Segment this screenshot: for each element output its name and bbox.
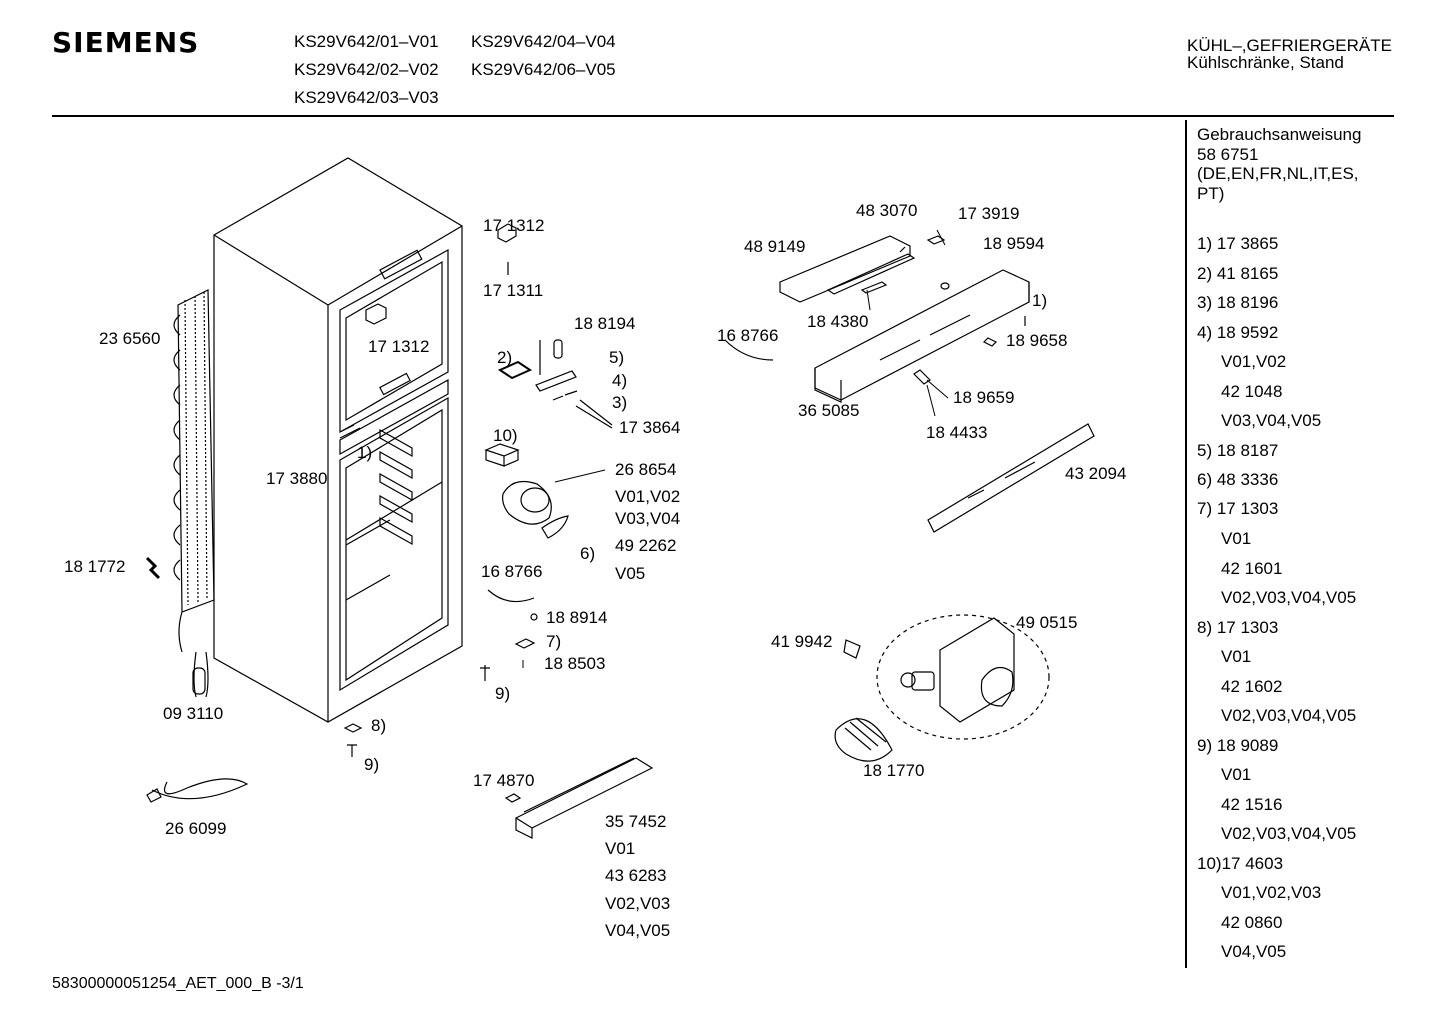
model-number: KS29V642/04–V04 bbox=[471, 32, 616, 51]
cabinet-drawing bbox=[213, 157, 463, 723]
parts-list-item: V02,V03,V04,V05 bbox=[1221, 706, 1357, 725]
lamp-assembly-drawing bbox=[834, 614, 1050, 762]
parts-list-item: 1) 17 3865 bbox=[1197, 234, 1279, 253]
part-label: 48 3070 bbox=[856, 201, 918, 220]
part-label: 2) bbox=[497, 348, 513, 367]
parts-list-item: 42 1516 bbox=[1221, 795, 1283, 814]
model-number: KS29V642/06–V05 bbox=[471, 60, 616, 79]
parts-list-item: 6) 48 3336 bbox=[1197, 470, 1279, 489]
part-label: 10) bbox=[493, 426, 518, 445]
part-label: 8) bbox=[371, 716, 387, 735]
parts-list-item: V01 bbox=[1221, 529, 1252, 548]
part-label: 6) bbox=[580, 544, 596, 563]
parts-list-item: 8) 17 1303 bbox=[1197, 618, 1279, 637]
parts-list-item: V01 bbox=[1221, 647, 1252, 666]
part-label: V03,V04 bbox=[615, 509, 681, 528]
part-label: 17 3919 bbox=[958, 204, 1020, 223]
category-title: KÜHL–,GEFRIERGERÄTE bbox=[1187, 36, 1392, 55]
part-label: 9) bbox=[364, 755, 380, 774]
control-panel-drawing bbox=[724, 235, 1095, 533]
part-label: 1) bbox=[1032, 291, 1048, 310]
header-rule bbox=[52, 115, 1394, 117]
part-label: 18 9658 bbox=[1006, 331, 1068, 350]
sidebar-rule bbox=[1185, 120, 1187, 968]
part-label: 17 1311 bbox=[483, 281, 544, 300]
part-label: 43 6283 bbox=[605, 866, 667, 885]
parts-list-item: V03,V04,V05 bbox=[1221, 411, 1322, 430]
part-label: 3) bbox=[612, 393, 628, 412]
manual-languages: (DE,EN,FR,NL,IT,ES, bbox=[1197, 164, 1359, 183]
part-label: 4) bbox=[612, 371, 628, 390]
parts-list-item: 10)17 4603 bbox=[1197, 854, 1284, 873]
parts-list-item: 3) 18 8196 bbox=[1197, 293, 1279, 312]
part-label: 49 0515 bbox=[1016, 613, 1078, 632]
part-label: 18 9659 bbox=[953, 388, 1015, 407]
part-label: 36 5085 bbox=[798, 401, 860, 420]
parts-list-item: V01 bbox=[1221, 765, 1252, 784]
model-number: KS29V642/02–V02 bbox=[294, 60, 439, 79]
part-label: 26 8654 bbox=[615, 460, 677, 479]
part-label: 9) bbox=[495, 684, 511, 703]
parts-list-item: 2) 41 8165 bbox=[1197, 264, 1279, 283]
part-label: V05 bbox=[615, 564, 646, 583]
small-parts-middle bbox=[480, 339, 654, 839]
parts-list-item: V01,V02,V03 bbox=[1221, 883, 1322, 902]
manual-languages: PT) bbox=[1197, 183, 1225, 203]
document-id: 58300000051254_AET_000_B -3/1 bbox=[52, 975, 304, 992]
part-label: 16 8766 bbox=[717, 326, 779, 345]
parts-list-item: 42 1048 bbox=[1221, 382, 1283, 401]
part-label: V01,V02 bbox=[615, 487, 681, 506]
part-label: 18 4380 bbox=[807, 312, 869, 331]
part-label: 43 2094 bbox=[1065, 464, 1127, 483]
part-label: 17 4870 bbox=[473, 771, 535, 790]
parts-list-item: 5) 18 8187 bbox=[1197, 441, 1279, 460]
part-label: V01 bbox=[605, 839, 636, 858]
part-label: 17 3864 bbox=[619, 418, 681, 437]
part-label: 18 4433 bbox=[926, 423, 988, 442]
part-label: 1) bbox=[357, 443, 373, 462]
part-label: 18 1770 bbox=[863, 761, 925, 780]
manual-number: 58 6751 bbox=[1197, 144, 1259, 164]
parts-list-item: 7) 17 1303 bbox=[1197, 499, 1279, 518]
part-label: 18 8503 bbox=[544, 654, 606, 673]
parts-list-item: 42 1601 bbox=[1221, 559, 1283, 578]
model-number: KS29V642/01–V01 bbox=[294, 32, 439, 51]
part-label: 26 6099 bbox=[165, 819, 227, 838]
parts-list-item: V01,V02 bbox=[1221, 352, 1287, 371]
manual-info: Gebrauchsanweisung 58 6751 (DE,EN,FR,NL,… bbox=[1197, 125, 1361, 203]
part-label: 18 8194 bbox=[574, 314, 636, 333]
parts-list-item: V04,V05 bbox=[1221, 942, 1287, 961]
part-label: 09 3110 bbox=[163, 704, 224, 723]
part-label: 23 6560 bbox=[99, 329, 161, 348]
part-label: 48 9149 bbox=[744, 237, 806, 256]
manual-title: Gebrauchsanweisung bbox=[1197, 125, 1362, 144]
condenser-drawing bbox=[173, 289, 215, 653]
part-label: 18 1772 bbox=[64, 557, 126, 576]
parts-list-item: V02,V03,V04,V05 bbox=[1221, 588, 1357, 607]
part-label: 18 9594 bbox=[983, 234, 1045, 253]
parts-list-item: 42 1602 bbox=[1221, 677, 1283, 696]
parts-list-item: 42 0860 bbox=[1221, 913, 1283, 932]
small-parts-left bbox=[145, 223, 517, 803]
part-label: V04,V05 bbox=[605, 921, 671, 940]
part-label: 5) bbox=[609, 348, 625, 367]
part-label: 17 1312 bbox=[483, 216, 545, 235]
parts-list-item: 9) 18 9089 bbox=[1197, 736, 1279, 755]
model-number: KS29V642/03–V03 bbox=[294, 88, 439, 107]
part-label: 7) bbox=[546, 632, 562, 651]
part-label: 17 3880 bbox=[266, 469, 328, 488]
part-label: 49 2262 bbox=[615, 536, 677, 555]
part-label: 18 8914 bbox=[546, 608, 608, 627]
category-subtitle: Kühlschränke, Stand bbox=[1187, 53, 1344, 72]
part-label: 17 1312 bbox=[368, 337, 430, 356]
part-label: 16 8766 bbox=[481, 562, 543, 581]
part-label: 41 9942 bbox=[771, 632, 833, 651]
part-label: V02,V03 bbox=[605, 894, 671, 913]
parts-list-item: V02,V03,V04,V05 bbox=[1221, 824, 1357, 843]
leader-lines bbox=[522, 229, 949, 668]
brand-logo: SIEMENS bbox=[52, 26, 200, 59]
parts-list-item: 4) 18 9592 bbox=[1197, 323, 1279, 342]
part-label: 35 7452 bbox=[605, 812, 667, 831]
